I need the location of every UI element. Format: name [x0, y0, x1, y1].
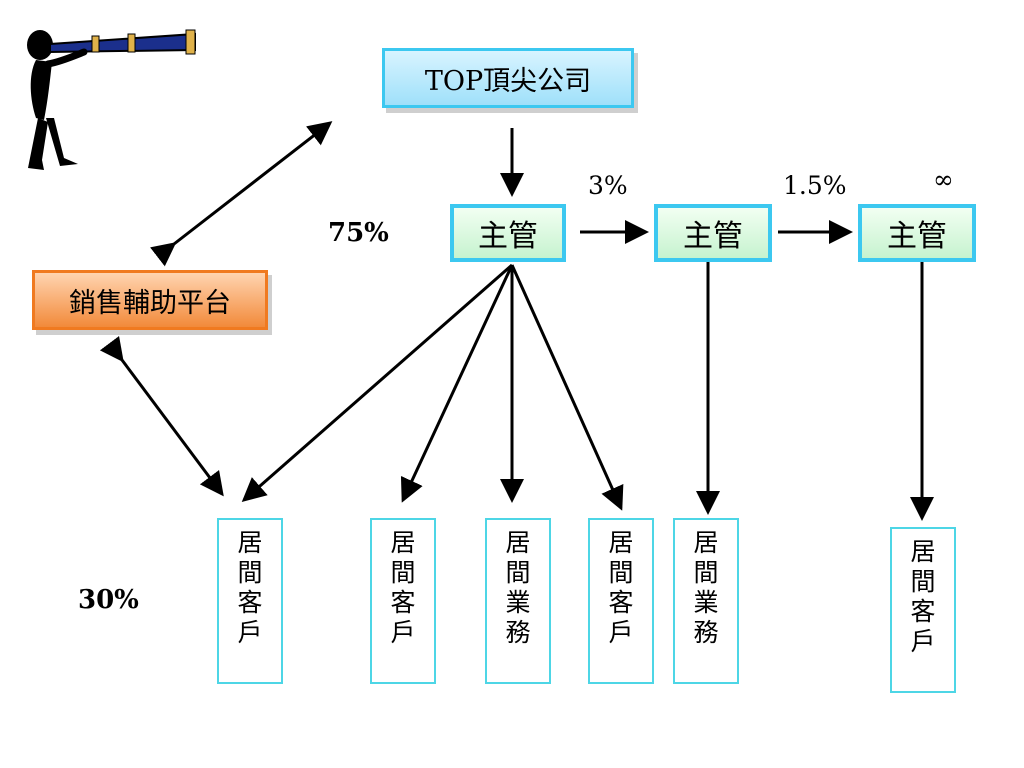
top-company-box: TOP頂尖公司 [382, 48, 634, 108]
leaf-box-client-2: 居 間 客 戶 [370, 518, 436, 684]
leaf-char: 客 [608, 588, 634, 617]
percentage-75: 75% [328, 218, 389, 248]
percentage-30: 30% [78, 585, 139, 615]
sales-platform-label: 銷售輔助平台 [69, 287, 231, 319]
leaf-char: 居 [237, 528, 263, 557]
percentage-1-5: 1.5% [783, 171, 847, 200]
manager-label: 主管 [478, 219, 538, 254]
leaf-char: 間 [608, 558, 634, 587]
leaf-char: 業 [693, 588, 719, 617]
leaf-char: 居 [608, 528, 634, 557]
leaf-char: 間 [505, 558, 531, 587]
manager-box-2: 主管 [654, 204, 772, 262]
leaf-box-client-4: 居 間 客 戶 [890, 527, 956, 693]
leaf-char: 戶 [608, 618, 634, 647]
leaf-char: 間 [237, 558, 263, 587]
leaf-char: 客 [910, 597, 936, 626]
manager-label: 主管 [683, 219, 743, 254]
leaf-char: 務 [505, 618, 531, 647]
leaf-box-client-3: 居 間 客 戶 [588, 518, 654, 684]
top-company-label: TOP頂尖公司 [424, 65, 592, 97]
manager-box-3: 主管 [858, 204, 976, 262]
leaf-char: 客 [237, 588, 263, 617]
leaf-box-agent-2: 居 間 業 務 [673, 518, 739, 684]
manager-label: 主管 [887, 219, 947, 254]
leaf-char: 居 [505, 528, 531, 557]
leaf-box-agent-1: 居 間 業 務 [485, 518, 551, 684]
leaf-char: 居 [390, 528, 416, 557]
leaf-char: 務 [693, 618, 719, 647]
leaf-char: 戶 [910, 627, 936, 656]
leaf-char: 業 [505, 588, 531, 617]
infinity-symbol: ∞ [933, 165, 954, 194]
sales-platform-box: 銷售輔助平台 [32, 270, 268, 330]
leaf-char: 客 [390, 588, 416, 617]
leaf-char: 居 [693, 528, 719, 557]
leaf-char: 居 [910, 537, 936, 566]
leaf-char: 間 [910, 567, 936, 596]
telescope-person-icon [27, 29, 196, 170]
leaf-char: 戶 [237, 618, 263, 647]
leaf-box-client-1: 居 間 客 戶 [217, 518, 283, 684]
manager-box-1: 主管 [450, 204, 566, 262]
leaf-char: 間 [693, 558, 719, 587]
leaf-char: 戶 [390, 618, 416, 647]
leaf-char: 間 [390, 558, 416, 587]
percentage-3: 3% [588, 171, 628, 200]
